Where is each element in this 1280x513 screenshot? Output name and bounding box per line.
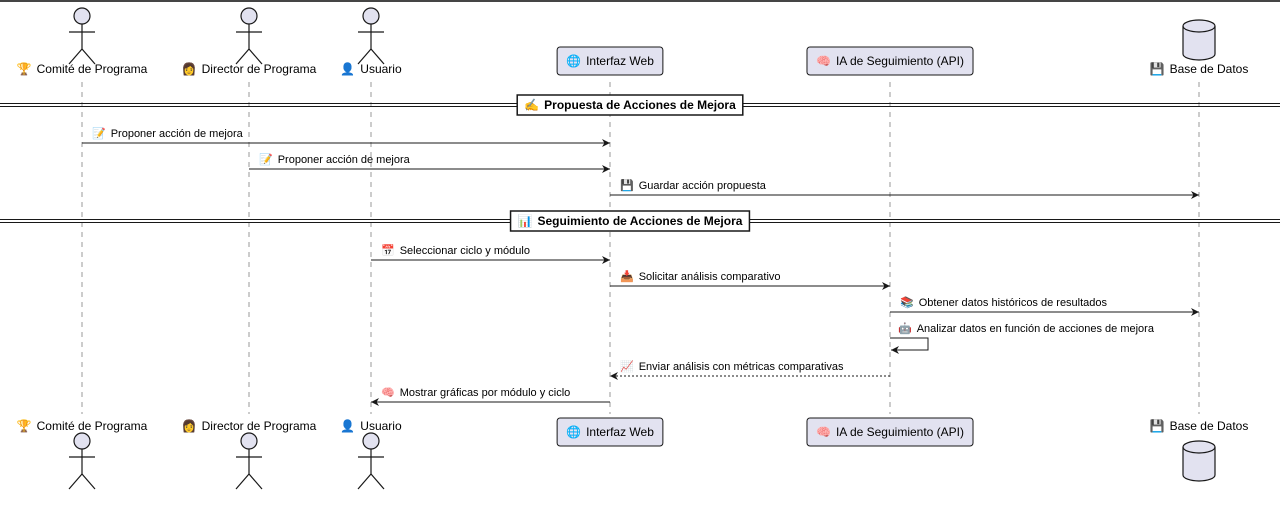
participant-label: Base de Datos	[1170, 62, 1249, 76]
participant-usuario-top: 👤 Usuario	[340, 62, 402, 76]
participant-label: Director de Programa	[202, 419, 317, 433]
message-9: 🧠 Mostrar gráficas por módulo y ciclo	[371, 386, 610, 406]
section-title: Seguimiento de Acciones de Mejora	[538, 214, 743, 228]
section-title: Propuesta de Acciones de Mejora	[544, 98, 736, 112]
participant-db-bottom: 💾 Base de Datos	[1150, 419, 1249, 433]
participant-label: Usuario	[360, 419, 402, 433]
actor-figure-top-usuario	[357, 7, 385, 65]
memo-icon: 📝	[259, 153, 273, 166]
message-6: 📚 Obtener datos históricos de resultados	[890, 296, 1199, 316]
message-label: Proponer acción de mejora	[278, 154, 411, 166]
participant-label: Comité de Programa	[37, 419, 148, 433]
inbox-tray-icon: 📥	[620, 270, 634, 283]
message-label: Mostrar gráficas por módulo y ciclo	[400, 387, 571, 399]
trophy-icon: 🏆	[17, 419, 32, 433]
actor-figure-top-director	[235, 7, 263, 65]
message-label: Guardar acción propuesta	[639, 180, 767, 192]
actor-figure-bottom-director	[235, 432, 263, 490]
message-4: 📅 Seleccionar ciclo y módulo	[371, 244, 610, 264]
message-label: Analizar datos en función de acciones de…	[917, 323, 1155, 335]
brain-icon: 🧠	[816, 54, 831, 68]
participant-label: IA de Seguimiento (API)	[836, 425, 964, 439]
chart-increasing-icon: 📈	[620, 360, 634, 373]
participant-label: Usuario	[360, 62, 402, 76]
message-label: Solicitar análisis comparativo	[639, 271, 781, 283]
memo-icon: 📝	[92, 127, 106, 140]
user-silhouette-icon: 👤	[340, 62, 355, 76]
participant-ia-bottom[interactable]: 🧠 IA de Seguimiento (API)	[806, 417, 974, 447]
message-1: 📝 Proponer acción de mejora	[82, 127, 610, 147]
message-3: 💾 Guardar acción propuesta	[610, 179, 1199, 199]
participant-label: Director de Programa	[202, 62, 317, 76]
message-label: Seleccionar ciclo y módulo	[400, 245, 530, 257]
database-cylinder-top	[1182, 19, 1216, 61]
message-2: 📝 Proponer acción de mejora	[249, 153, 610, 173]
books-icon: 📚	[900, 296, 914, 309]
participant-comite-bottom: 🏆 Comité de Programa	[17, 419, 148, 433]
participant-director-top: 👩 Director de Programa	[182, 62, 317, 76]
message-7: 🤖 Analizar datos en función de acciones d…	[890, 322, 1155, 354]
participant-label: Comité de Programa	[37, 62, 148, 76]
participant-web-bottom[interactable]: 🌐 Interfaz Web	[556, 417, 664, 447]
message-label: Proponer acción de mejora	[111, 128, 244, 140]
trophy-icon: 🏆	[17, 62, 32, 76]
floppy-disk-icon: 💾	[620, 179, 634, 192]
globe-icon: 🌐	[566, 54, 581, 68]
message-5: 📥 Solicitar análisis comparativo	[610, 270, 890, 290]
globe-icon: 🌐	[566, 425, 581, 439]
person-icon: 👩	[182, 62, 197, 76]
actor-figure-bottom-usuario	[357, 432, 385, 490]
participant-ia-top[interactable]: 🧠 IA de Seguimiento (API)	[806, 46, 974, 76]
participant-usuario-bottom: 👤 Usuario	[340, 419, 402, 433]
brain-icon: 🧠	[381, 386, 395, 399]
person-icon: 👩	[182, 419, 197, 433]
actor-figure-top-comite	[68, 7, 96, 65]
participant-comite-top: 🏆 Comité de Programa	[17, 62, 148, 76]
bar-chart-icon: 📊	[518, 214, 533, 228]
section-divider-2: 📊 Seguimiento de Acciones de Mejora	[0, 210, 1280, 232]
database-cylinder-bottom	[1182, 440, 1216, 482]
actor-figure-bottom-comite	[68, 432, 96, 490]
calendar-icon: 📅	[381, 244, 395, 257]
message-label: Obtener datos históricos de resultados	[919, 297, 1108, 309]
robot-icon: 🤖	[898, 322, 912, 335]
participant-director-bottom: 👩 Director de Programa	[182, 419, 317, 433]
writing-hand-icon: ✍	[524, 98, 539, 112]
floppy-disk-icon: 💾	[1150, 62, 1165, 76]
floppy-disk-icon: 💾	[1150, 419, 1165, 433]
participant-label: Interfaz Web	[586, 425, 654, 439]
brain-icon: 🧠	[816, 425, 831, 439]
participant-label: IA de Seguimiento (API)	[836, 54, 964, 68]
participant-web-top[interactable]: 🌐 Interfaz Web	[556, 46, 664, 76]
participant-label: Interfaz Web	[586, 54, 654, 68]
message-label: Enviar análisis con métricas comparativa…	[639, 361, 844, 373]
message-8: 📈 Enviar análisis con métricas comparativ…	[610, 360, 890, 380]
participant-db-top: 💾 Base de Datos	[1150, 62, 1249, 76]
user-silhouette-icon: 👤	[340, 419, 355, 433]
participant-label: Base de Datos	[1170, 419, 1249, 433]
section-divider-1: ✍ Propuesta de Acciones de Mejora	[0, 94, 1280, 116]
